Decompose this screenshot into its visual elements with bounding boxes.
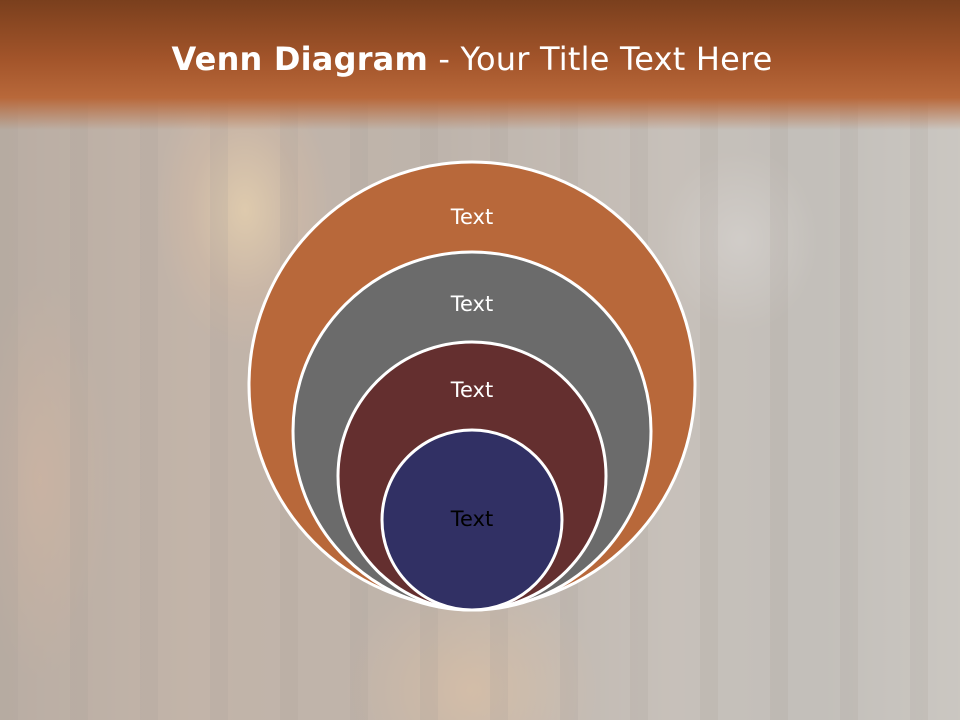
slide-title-rest: - Your Title Text Here — [428, 40, 773, 78]
venn-circle-third-label: Text — [450, 378, 493, 402]
venn-circle-inner-label: Text — [450, 507, 493, 531]
slide-title-bold: Venn Diagram — [171, 40, 429, 78]
venn-circle-inner: Text — [380, 428, 564, 612]
title-banner — [0, 0, 960, 130]
venn-circle-outer-label: Text — [450, 205, 493, 229]
slide-title: Venn Diagram - Your Title Text Here — [0, 40, 944, 78]
venn-circle-second-label: Text — [450, 292, 493, 316]
